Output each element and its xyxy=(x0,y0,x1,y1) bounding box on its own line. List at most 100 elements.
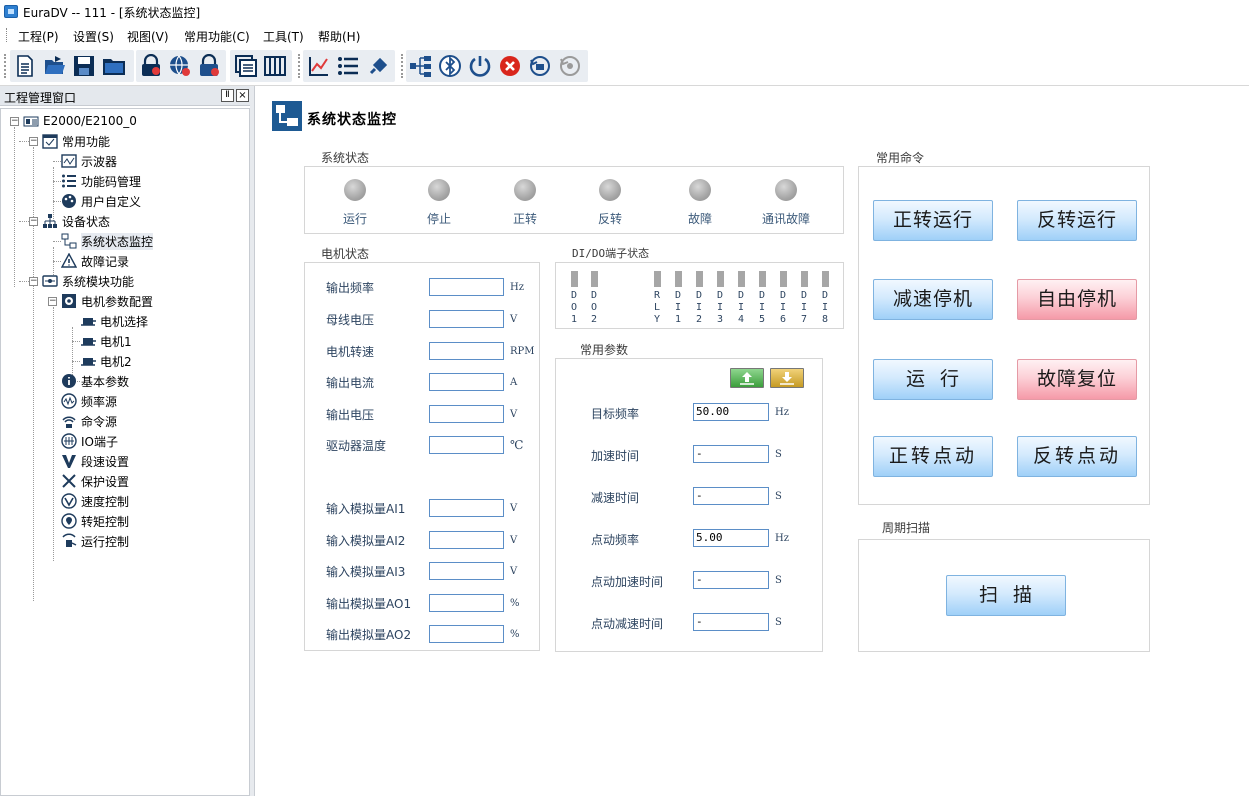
tree-item-motor-param[interactable]: 电机参数配置 xyxy=(61,291,153,311)
network-icon[interactable] xyxy=(409,54,433,78)
dio-indicator xyxy=(822,271,829,287)
new-file-icon[interactable] xyxy=(13,54,37,78)
tree-item-cmd-source[interactable]: 命令源 xyxy=(61,411,117,431)
close-icon[interactable]: × xyxy=(236,89,249,102)
tree-item-speed-control[interactable]: 速度控制 xyxy=(61,491,129,511)
decel-stop-button[interactable]: 减速停机 xyxy=(873,279,993,320)
project-tree: − − − − − E2000/E2100_0 常用功能 示波器 功能码管理 用… xyxy=(0,108,250,796)
lock-gear-icon[interactable] xyxy=(197,54,221,78)
tree-item-user-defined[interactable]: 用户自定义 xyxy=(61,191,141,211)
menu-help[interactable]: 帮助(H) xyxy=(318,30,361,44)
analog-input-ai3-field xyxy=(429,562,504,580)
tree-label: 频率源 xyxy=(81,394,118,409)
target-frequency-input[interactable]: 50.00 xyxy=(693,403,769,421)
plug-icon[interactable] xyxy=(366,54,390,78)
module-icon xyxy=(42,273,58,289)
column-view-icon[interactable] xyxy=(263,54,287,78)
field-label: 输出模拟量AO1 xyxy=(326,597,412,611)
common-commands-title: 常用命令 xyxy=(874,149,927,166)
menu-common-functions[interactable]: 常用功能(C) xyxy=(184,30,250,44)
window-list-icon[interactable] xyxy=(234,54,258,78)
save-icon[interactable] xyxy=(72,54,96,78)
tree-item-fault-record[interactable]: 故障记录 xyxy=(61,251,129,271)
chart-icon[interactable] xyxy=(307,54,331,78)
tree-item-function-code[interactable]: 功能码管理 xyxy=(61,171,141,191)
tree-item-io-terminal[interactable]: IO端子 xyxy=(61,431,118,451)
run-button[interactable]: 运 行 xyxy=(873,359,993,400)
refresh-icon[interactable] xyxy=(558,54,582,78)
jog-frequency-input[interactable]: 5.00 xyxy=(693,529,769,547)
tree-item-motor-select[interactable]: 电机选择 xyxy=(80,311,148,331)
tree-label: 电机参数配置 xyxy=(81,294,154,309)
tree-expander[interactable]: − xyxy=(29,276,38,286)
stop-icon[interactable] xyxy=(498,54,522,78)
download-button[interactable] xyxy=(770,368,804,388)
open-folder-icon[interactable] xyxy=(43,54,67,78)
field-label: 减速时间 xyxy=(591,491,640,505)
led-comm-fault xyxy=(775,179,797,201)
analog-output-ao1-field xyxy=(429,594,504,612)
forward-jog-button[interactable]: 正转点动 xyxy=(873,436,993,477)
jog-accel-time-input[interactable]: - xyxy=(693,571,769,589)
tree-item-oscilloscope[interactable]: 示波器 xyxy=(61,151,117,171)
tree-item-system-module[interactable]: 系统模块功能 xyxy=(42,271,134,291)
tree-label: 保护设置 xyxy=(81,474,130,489)
tree-line xyxy=(72,381,80,382)
list-icon[interactable] xyxy=(336,54,360,78)
dio-indicator xyxy=(759,271,766,287)
lock-settings-icon[interactable] xyxy=(139,54,163,78)
menu-project[interactable]: 工程(P) xyxy=(18,30,59,44)
pin-icon[interactable]: Ⅱ xyxy=(221,89,234,102)
reverse-jog-button[interactable]: 反转点动 xyxy=(1017,436,1137,477)
tree-line xyxy=(53,161,61,162)
menu-view[interactable]: 视图(V) xyxy=(127,30,169,44)
power-icon[interactable] xyxy=(468,54,492,78)
reset-icon[interactable] xyxy=(528,54,552,78)
tree-expander[interactable]: − xyxy=(29,216,38,226)
output-voltage-field xyxy=(429,405,504,423)
unit-label: RPM xyxy=(510,346,535,357)
device-icon xyxy=(23,113,39,129)
wave-icon xyxy=(61,393,77,409)
folder-icon[interactable] xyxy=(102,54,126,78)
tree-item-freq-source[interactable]: 频率源 xyxy=(61,391,117,411)
tree-expander[interactable]: − xyxy=(10,116,19,126)
tree-item-root[interactable]: E2000/E2100_0 xyxy=(23,111,137,131)
tree-item-common[interactable]: 常用功能 xyxy=(42,131,110,151)
globe-settings-icon[interactable] xyxy=(168,54,192,78)
tree-item-motor1[interactable]: 电机1 xyxy=(80,331,132,351)
tree-expander[interactable]: − xyxy=(29,136,38,146)
jog-decel-time-input[interactable]: - xyxy=(693,613,769,631)
tree-item-system-monitor[interactable]: 系统状态监控 xyxy=(61,231,154,251)
tree-line xyxy=(53,167,54,221)
toolbar-group-view xyxy=(230,50,292,82)
reverse-run-button[interactable]: 反转运行 xyxy=(1017,200,1137,241)
decel-time-input[interactable]: - xyxy=(693,487,769,505)
free-stop-button[interactable]: 自由停机 xyxy=(1017,279,1137,320)
forward-run-button[interactable]: 正转运行 xyxy=(873,200,993,241)
field-label: 输入模拟量AI2 xyxy=(326,534,406,548)
tree-item-run-control[interactable]: 运行控制 xyxy=(61,531,129,551)
fault-reset-button[interactable]: 故障复位 xyxy=(1017,359,1137,400)
tree-item-device-status[interactable]: 设备状态 xyxy=(42,211,110,231)
output-current-field xyxy=(429,373,504,391)
run-icon xyxy=(61,533,77,549)
bluetooth-icon[interactable] xyxy=(438,54,462,78)
upload-button[interactable] xyxy=(730,368,764,388)
menu-settings[interactable]: 设置(S) xyxy=(73,30,114,44)
tree-line xyxy=(33,147,34,601)
tree-item-protection[interactable]: 保护设置 xyxy=(61,471,129,491)
tree-item-basic-param[interactable]: 基本参数 xyxy=(61,371,129,391)
accel-time-input[interactable]: - xyxy=(693,445,769,463)
scan-button[interactable]: 扫 描 xyxy=(946,575,1066,616)
tree-line xyxy=(19,221,31,222)
tree-item-speed-segment[interactable]: 段速设置 xyxy=(61,451,129,471)
tree-item-motor2[interactable]: 电机2 xyxy=(80,351,132,371)
tree-expander[interactable]: − xyxy=(48,296,57,306)
menu-tools[interactable]: 工具(T) xyxy=(263,30,304,44)
unit-label: V xyxy=(510,503,518,514)
tree-item-torque-control[interactable]: 转矩控制 xyxy=(61,511,129,531)
unit-label: A xyxy=(510,377,518,388)
unit-label: S xyxy=(775,617,782,628)
